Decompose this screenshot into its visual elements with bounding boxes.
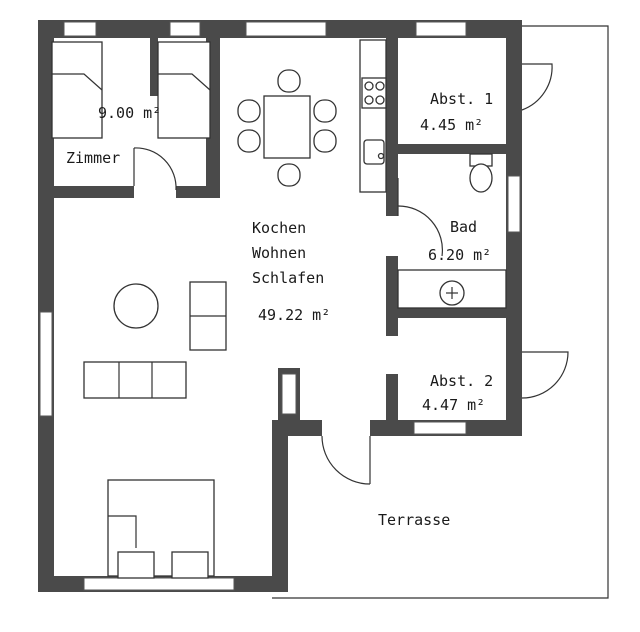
- zimmer-name: Zimmer: [66, 149, 120, 167]
- living-label-line2: Wohnen: [252, 244, 306, 262]
- terrasse-name: Terrasse: [378, 511, 450, 529]
- abst2-name: Abst. 2: [430, 372, 493, 390]
- dining-set: [237, 69, 337, 187]
- living-label-line3: Schlafen: [252, 269, 324, 287]
- living-label-line1: Kochen: [252, 219, 306, 237]
- windows: [39, 21, 521, 591]
- abst1-area: 4.45 m²: [420, 116, 483, 134]
- bathroom-fixtures: [397, 153, 507, 309]
- abst1-name: Abst. 1: [430, 90, 493, 108]
- living-area: 49.22 m²: [258, 306, 330, 324]
- living-furniture: [83, 281, 227, 399]
- room-labels: 9.00 m² Zimmer Kochen Wohnen Schlafen 49…: [66, 90, 493, 529]
- kitchen-counter: [359, 39, 387, 193]
- bad-name: Bad: [450, 218, 477, 236]
- zimmer-area: 9.00 m²: [98, 104, 161, 122]
- bad-area: 6.20 m²: [428, 246, 491, 264]
- double-bed: [107, 479, 215, 579]
- doors: [133, 63, 569, 485]
- terrace-outline: [272, 25, 609, 599]
- interior-walls: [54, 38, 506, 436]
- zimmer-beds: [51, 41, 211, 139]
- abst2-area: 4.47 m²: [422, 396, 485, 414]
